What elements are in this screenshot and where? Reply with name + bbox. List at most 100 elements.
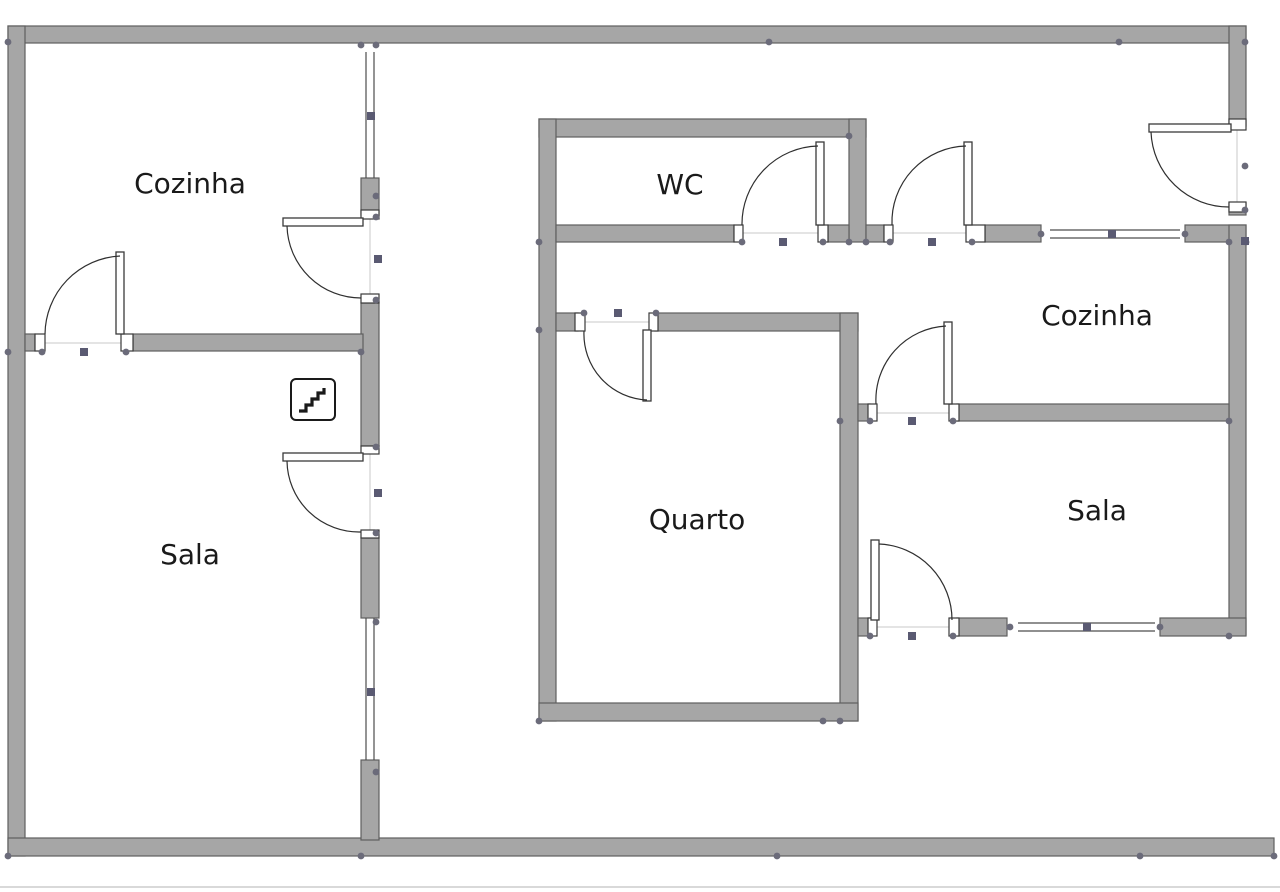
vertex-handle	[4, 852, 12, 860]
vertex-handle	[357, 41, 365, 49]
vertex-handle	[4, 348, 12, 356]
partition-wall-segment	[360, 759, 380, 841]
door-entrance	[1148, 118, 1247, 213]
corridor-wall-stub	[865, 224, 885, 243]
vertex-handle	[372, 296, 380, 304]
midpoint-handle	[367, 112, 375, 120]
midpoint-handle	[928, 238, 936, 246]
vertex-handle	[122, 348, 130, 356]
vertex-handle	[886, 238, 894, 246]
door-partition-lower	[282, 445, 380, 539]
room-label-right-cozinha: Cozinha	[1041, 299, 1153, 332]
vertex-handle	[535, 238, 543, 246]
outer-wall-bottom	[7, 837, 1275, 857]
vertex-handle	[580, 309, 588, 317]
vertex-handle	[1181, 230, 1189, 238]
door-quarto	[574, 312, 659, 402]
vertex-handle	[1115, 38, 1123, 46]
vertex-handle	[765, 38, 773, 46]
vertex-handle	[1241, 162, 1249, 170]
midpoint-handle	[1083, 623, 1091, 631]
right-unit-openings	[584, 130, 1238, 632]
door-left-kitchen	[34, 251, 134, 352]
door-right-kitchen	[867, 321, 960, 422]
kitchen-living-divider-stub	[24, 333, 36, 352]
vertex-handle	[372, 443, 380, 451]
vertex-handle	[845, 132, 853, 140]
vertex-handle	[372, 768, 380, 776]
outer-wall-left	[7, 25, 26, 857]
door-partition-upper	[282, 209, 380, 304]
vertex-handle	[535, 717, 543, 725]
vertex-handle	[1037, 230, 1045, 238]
room-label-quarto: Quarto	[649, 503, 746, 536]
right-unit-walls	[538, 118, 1247, 722]
vertex-handle	[372, 529, 380, 537]
wc-wall-bottom	[555, 224, 735, 243]
midpoint-handle	[779, 238, 787, 246]
vertex-handle	[372, 213, 380, 221]
room-label-wc: WC	[656, 168, 703, 201]
midpoint-handle	[374, 255, 382, 263]
vertex-handle	[1270, 852, 1278, 860]
door-wc	[733, 141, 829, 243]
quarto-wall-right	[839, 312, 859, 722]
vertex-handle	[738, 238, 746, 246]
quarto-wall-top	[654, 312, 859, 332]
vertex-handle	[866, 632, 874, 640]
midpoint-handle	[1108, 230, 1116, 238]
vertex-handle	[819, 717, 827, 725]
vertex-handle	[357, 852, 365, 860]
midpoint-handle	[1241, 237, 1249, 245]
vertex-handle	[372, 41, 380, 49]
vertex-handle	[862, 238, 870, 246]
room-label-left-sala: Sala	[160, 538, 220, 571]
vertex-handle	[372, 618, 380, 626]
vertex-handle	[949, 417, 957, 425]
vertex-dots	[4, 38, 1278, 860]
vertex-handle	[836, 417, 844, 425]
vertex-handle	[1006, 623, 1014, 631]
vertex-handle	[535, 326, 543, 334]
vertex-handle	[949, 632, 957, 640]
wc-wall-top	[538, 118, 867, 138]
door-right-sala	[867, 539, 960, 637]
outer-wall-top	[7, 25, 1247, 44]
vertex-handle	[1156, 623, 1164, 631]
vertex-handle	[652, 309, 660, 317]
kitchen-sala-divider	[956, 403, 1230, 422]
midpoint-handle	[374, 489, 382, 497]
vertex-handle	[1225, 632, 1233, 640]
vertex-handle	[845, 238, 853, 246]
left-unit-walls	[24, 177, 380, 841]
room-label-right-sala: Sala	[1067, 494, 1127, 527]
vertex-squares	[80, 112, 1249, 696]
vertex-handle	[836, 717, 844, 725]
vertex-handle	[819, 238, 827, 246]
door-corridor	[883, 141, 986, 243]
midpoint-handle	[614, 309, 622, 317]
kitchen-living-divider	[132, 333, 364, 352]
midpoint-handle	[908, 417, 916, 425]
vertex-handle	[357, 348, 365, 356]
partition-wall-segment	[360, 302, 380, 447]
corridor-wall-segment	[984, 224, 1042, 243]
vertex-handle	[1136, 852, 1144, 860]
partition-wall-segment	[360, 537, 380, 619]
vertex-handle	[866, 417, 874, 425]
vertex-handle	[38, 348, 46, 356]
stairs-icon	[290, 378, 336, 421]
midpoint-handle	[908, 632, 916, 640]
wc-wall-right	[848, 118, 867, 243]
outer-walls	[7, 25, 1275, 857]
midpoint-handle	[367, 688, 375, 696]
vertex-handle	[372, 192, 380, 200]
vertex-handle	[968, 238, 976, 246]
sala-wall-bottom	[956, 617, 1008, 637]
quarto-wall-bottom	[538, 702, 859, 722]
wc-door-stub	[827, 224, 850, 243]
vertex-handle	[1241, 206, 1249, 214]
midpoint-handle	[80, 348, 88, 356]
unit-wall-left	[538, 118, 557, 722]
bottom-edge	[0, 886, 1280, 888]
